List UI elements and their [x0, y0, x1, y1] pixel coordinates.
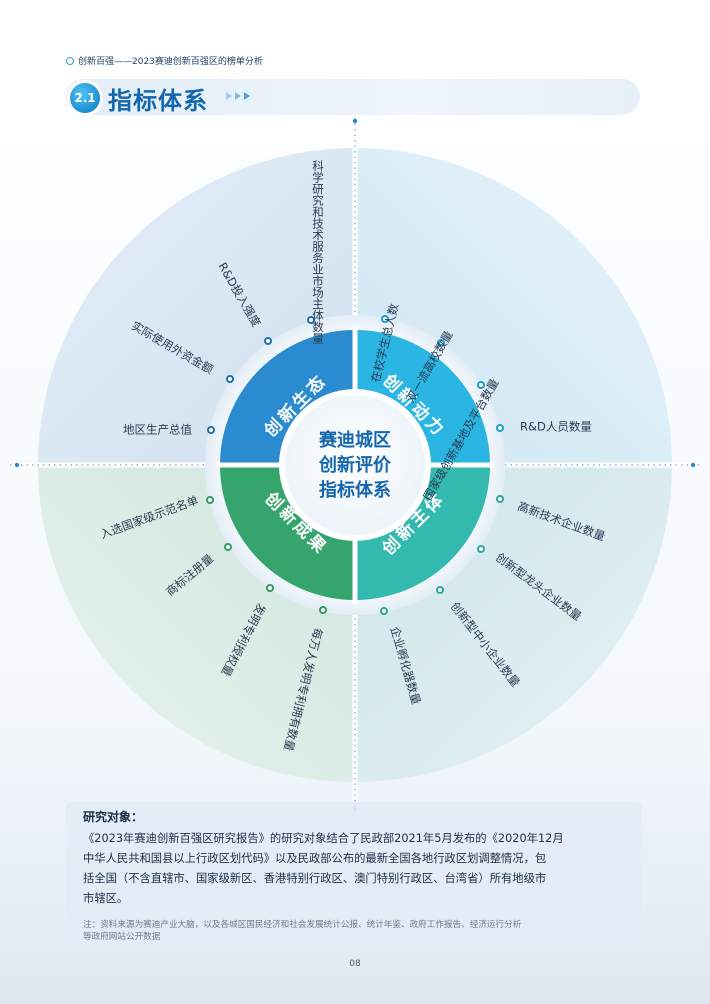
indicator-dots: [206, 315, 504, 615]
ring-quadrant-drive: [355, 330, 490, 465]
dot-ecology-3: [264, 337, 272, 345]
dot-drive-1: [381, 315, 389, 323]
indicator-sci-tech-entities: 科学研究和技术服务业市场主体数量: [311, 159, 325, 344]
section-title: 指标体系: [108, 87, 208, 115]
note-line-2: 等政府网站公开数据: [83, 932, 161, 942]
research-line-4: 市辖区。: [83, 892, 129, 905]
center-line-2: 创新评价: [318, 454, 392, 476]
arrows-icon: [226, 92, 250, 100]
research-line-2: 中华人民共和国县以上行政区划代码》以及民政部公布的最新全国各地行政区划调整情况，…: [83, 852, 547, 865]
ring-quadrant-subject: [355, 465, 490, 600]
dot-ecology-2: [226, 375, 234, 383]
section-number-badge: 2.1: [70, 83, 100, 113]
ring-quadrant-output: [220, 465, 355, 600]
research-body: 《2023年赛迪创新百强区研究报告》的研究对象结合了民政部2021年5月发布的《…: [83, 829, 631, 909]
breadcrumb: 创新百强——2023赛迪创新百强区的榜单分析: [66, 54, 263, 67]
research-box: [66, 802, 642, 952]
ring-icon: [66, 56, 74, 65]
dot-drive-3: [477, 381, 485, 389]
dot-subject-2: [477, 545, 485, 553]
dot-subject-1: [496, 495, 504, 503]
research-title: 研究对象：: [83, 810, 144, 824]
page-number: 08: [349, 959, 361, 969]
dot-ecology-4: [307, 316, 315, 324]
ring-quadrant-ecology: [220, 330, 355, 465]
dot-drive-2: [437, 339, 445, 347]
axis-dot-left: [14, 462, 20, 468]
dot-output-4: [206, 496, 214, 504]
indicator-gdp: 地区生产总值: [123, 423, 192, 437]
section-title-bar: [66, 79, 640, 115]
research-line-3: 括全国（不含直辖市、国家级新区、香港特别行政区、澳门特别行政区、台湾省）所有地级…: [83, 872, 547, 885]
breadcrumb-text: 创新百强——2023赛迪创新百强区的榜单分析: [78, 57, 263, 67]
dot-output-3: [224, 543, 232, 551]
dot-output-1: [319, 606, 327, 614]
source-note: 注：资料来源为赛迪产业大脑，以及各城区国民经济和社会发展统计公报、统计年鉴、政府…: [83, 919, 635, 943]
dot-output-2: [266, 584, 274, 592]
center-line-1: 赛迪城区: [318, 429, 391, 451]
dot-ecology-1: [207, 426, 215, 434]
dot-drive-4: [496, 424, 504, 432]
axis-dot-top: [352, 118, 358, 124]
note-line-1: 注：资料来源为赛迪产业大脑，以及各城区国民经济和社会发展统计公报、统计年鉴、政府…: [83, 920, 522, 930]
axis-dot-right: [690, 462, 696, 468]
center-line-3: 指标体系: [319, 479, 391, 501]
dot-subject-4: [380, 607, 388, 615]
indicator-rd-personnel: R&D人员数量: [520, 420, 592, 434]
svg-text:科学研究和技术服务业市场主体数量: 科学研究和技术服务业市场主体数量: [311, 159, 325, 344]
center-circle: [285, 395, 425, 535]
research-line-1: 《2023年赛迪创新百强区研究报告》的研究对象结合了民政部2021年5月发布的《…: [83, 832, 564, 845]
dot-subject-3: [436, 586, 444, 594]
